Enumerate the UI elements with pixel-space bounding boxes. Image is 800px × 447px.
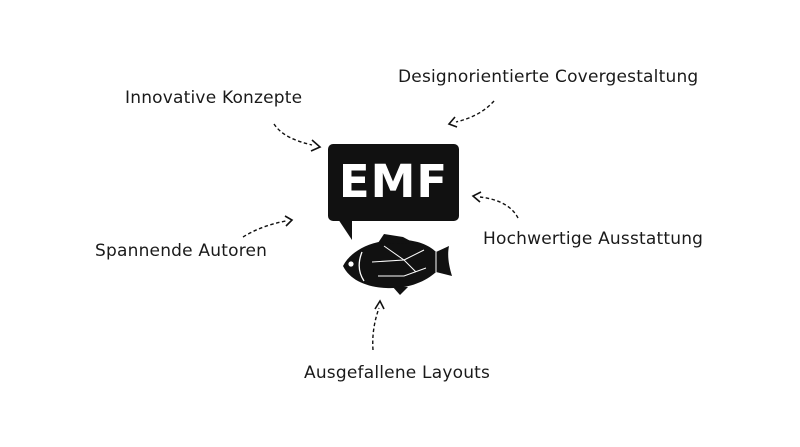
connector-arrows xyxy=(242,100,519,351)
label-innovative-concepts: Innovative Konzepte xyxy=(125,88,303,108)
label-design-cover: Designorientierte Covergestaltung xyxy=(398,67,699,87)
arrowhead-innovative xyxy=(310,139,322,152)
arrowhead-design xyxy=(447,116,458,128)
logo-text: EMF xyxy=(338,155,449,208)
label-quality-finish: Hochwertige Ausstattung xyxy=(483,229,704,249)
arrow-design xyxy=(455,100,495,123)
arrowhead-layouts xyxy=(374,299,385,310)
fish-icon xyxy=(343,234,452,295)
arrow-layouts xyxy=(372,307,380,351)
arrow-heads xyxy=(284,116,482,310)
arrow-authors xyxy=(242,220,287,238)
arrow-innovative xyxy=(273,123,313,146)
arrowhead-authors xyxy=(284,215,294,227)
label-unusual-layouts: Ausgefallene Layouts xyxy=(304,363,491,383)
arrowhead-quality xyxy=(471,191,482,203)
emf-speech-bubble xyxy=(328,144,459,240)
label-exciting-authors: Spannende Autoren xyxy=(95,241,268,261)
arrow-quality xyxy=(479,196,519,219)
